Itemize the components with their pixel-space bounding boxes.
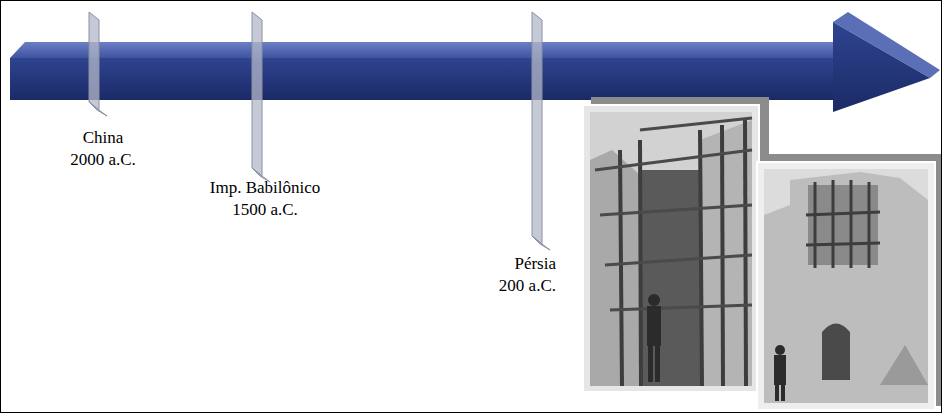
timeline-markers bbox=[89, 12, 550, 250]
mud-building bbox=[764, 172, 928, 403]
photo-frame bbox=[757, 162, 935, 410]
timeline-arrow bbox=[10, 12, 940, 112]
mud-wall bbox=[590, 150, 640, 386]
date-label: 2000 a.C. bbox=[70, 150, 136, 170]
photo-sky bbox=[764, 169, 928, 403]
person-figure bbox=[774, 345, 786, 401]
date-label: 200 a.C. bbox=[499, 276, 556, 296]
date-label: 1500 a.C. bbox=[232, 200, 298, 220]
marker-bar bbox=[89, 12, 99, 110]
place-label: China bbox=[83, 128, 124, 148]
place-label: Imp. Babilônico bbox=[210, 178, 320, 198]
photo-shadow bbox=[765, 154, 941, 406]
wooden-beams bbox=[595, 118, 752, 310]
arrow-head-front bbox=[833, 22, 930, 112]
photo-sky bbox=[590, 112, 752, 386]
arrow-top-face bbox=[10, 42, 848, 58]
wooden-poles bbox=[806, 180, 880, 268]
arrow-front-face bbox=[10, 58, 833, 100]
marker-bar bbox=[532, 12, 542, 244]
doorway bbox=[822, 324, 850, 381]
person-figure bbox=[647, 294, 661, 382]
photo-shadow bbox=[591, 97, 769, 393]
mud-mound bbox=[880, 345, 928, 385]
photo-mud-building bbox=[757, 154, 941, 410]
marker-tip bbox=[532, 236, 550, 250]
photo-frame bbox=[583, 105, 759, 392]
marker-tip bbox=[89, 102, 107, 116]
dark-opening bbox=[640, 170, 700, 386]
mud-wall bbox=[700, 120, 752, 386]
marker-bar bbox=[252, 12, 262, 176]
photo-wooden-structure bbox=[583, 97, 769, 393]
place-label: Pérsia bbox=[514, 254, 556, 274]
